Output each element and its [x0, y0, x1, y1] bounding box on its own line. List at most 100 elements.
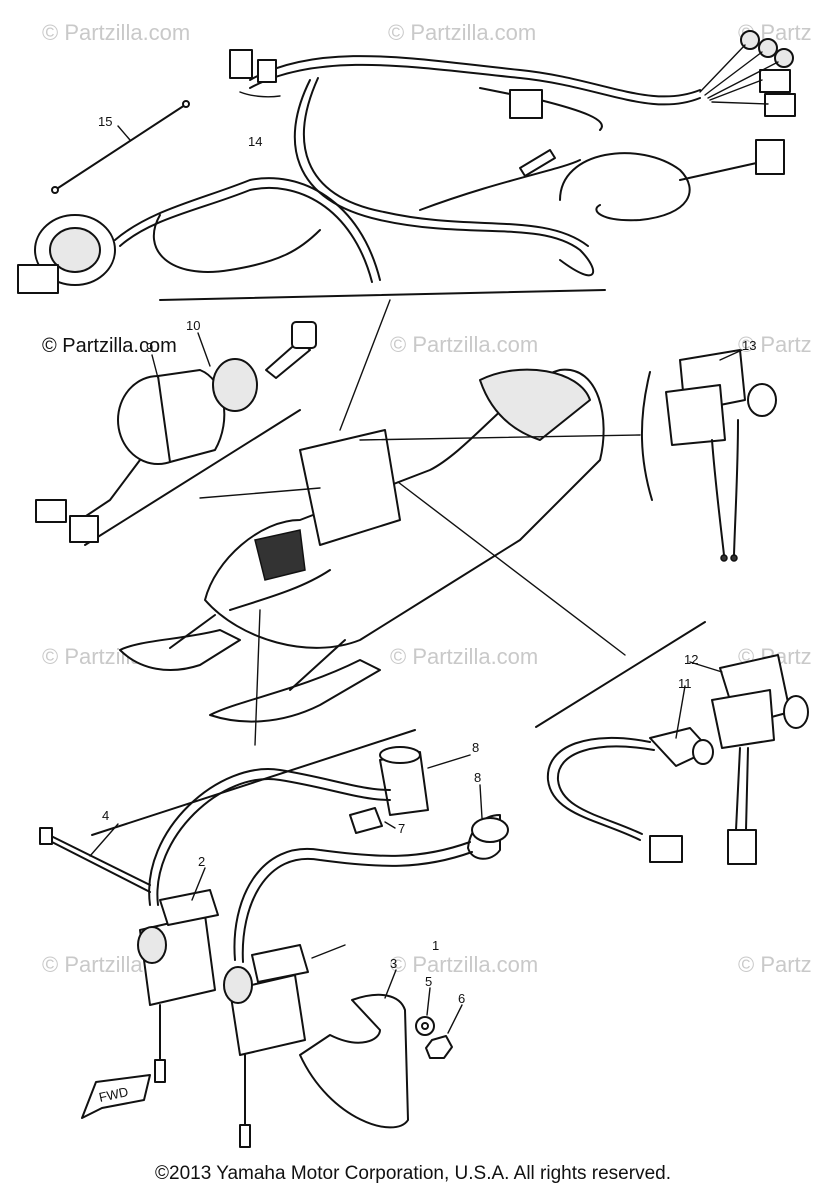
coil-terminal	[154, 1059, 166, 1083]
switch-lead	[711, 439, 725, 556]
leader-line	[427, 754, 471, 769]
leader-line	[199, 487, 321, 499]
coil-boot	[137, 926, 167, 964]
watermark: © Partzilla.com	[390, 332, 538, 357]
watermark: © Partzilla.com	[388, 20, 536, 45]
sub-wires	[699, 44, 779, 105]
leader-line	[675, 685, 686, 739]
seat	[479, 368, 591, 441]
watermark-dark: © Partzilla.com	[42, 335, 177, 357]
leader-line	[311, 944, 346, 959]
leader-line	[197, 332, 211, 367]
callout-6: 6	[458, 991, 465, 1006]
switch-lead	[733, 419, 739, 556]
divider-line	[84, 409, 301, 546]
switch-cable	[114, 177, 381, 281]
coil-boot	[223, 966, 253, 1004]
callout-8b: 8	[474, 770, 481, 785]
callout-8a: 8	[472, 740, 479, 755]
ht-lead	[148, 768, 391, 906]
harness-loop	[303, 77, 589, 247]
snowmobile-group	[119, 299, 641, 746]
switch-11-knob	[692, 739, 714, 765]
harness-loop	[293, 79, 595, 277]
lead-terminal	[51, 186, 59, 194]
connector	[649, 835, 683, 863]
coil-2-top	[159, 889, 219, 926]
coil-1-top	[251, 944, 309, 983]
lead-wire	[54, 104, 186, 191]
bolt-head	[39, 827, 53, 845]
connector	[35, 499, 67, 523]
washer-hole	[421, 1022, 429, 1030]
watermark: © Partzilla.com	[390, 644, 538, 669]
nut-6	[425, 1035, 453, 1059]
bulb-socket	[774, 48, 794, 68]
callout-15: 15	[98, 114, 112, 129]
divider-line	[159, 289, 606, 301]
connector	[229, 49, 253, 79]
watermark: © Partzilla.com	[390, 952, 538, 977]
switch-13-group	[641, 349, 777, 562]
harness-branch	[419, 159, 581, 211]
switch-12-lead	[735, 747, 749, 831]
leader-line	[689, 661, 723, 673]
cap-7	[349, 807, 383, 834]
divider-line	[535, 621, 706, 728]
callout-2: 2	[198, 854, 205, 869]
callout-9: 9	[146, 340, 153, 355]
connector	[257, 59, 277, 83]
lead-terminal	[182, 100, 190, 108]
ski-right	[209, 659, 381, 723]
leader-line	[151, 354, 159, 379]
switch-knob	[747, 383, 777, 417]
bolt-4	[47, 839, 151, 893]
callout-7: 7	[398, 821, 405, 836]
callout-10: 10	[186, 318, 200, 333]
body-line	[229, 569, 331, 611]
leader-line	[384, 821, 396, 829]
coil-terminal	[239, 1124, 251, 1148]
snowmobile-body	[204, 368, 605, 649]
windshield	[299, 429, 401, 546]
switch-11-lead	[556, 745, 655, 835]
ht-lead	[233, 841, 471, 961]
key-head	[291, 321, 317, 349]
main-switch-face	[49, 227, 101, 273]
plug-cap-top	[379, 746, 421, 764]
handlebar-area	[254, 529, 306, 581]
leader-line	[254, 609, 261, 746]
ignition-coil-group	[39, 729, 509, 1148]
harness-wire	[249, 55, 701, 98]
switch-cable-loop	[153, 214, 321, 273]
terminal	[720, 554, 728, 562]
switch-12-clamp	[711, 689, 775, 749]
callouts: 1 2 3 4 5 6 7 8 8 9 10 11 12 13 14 15 FW…	[98, 114, 757, 1105]
connector	[764, 93, 796, 117]
handlebar-switch-group	[535, 621, 809, 865]
switch-11-lead	[546, 736, 651, 841]
watermark: © Partz	[738, 332, 812, 357]
ignition-lead	[79, 459, 141, 521]
connector	[727, 829, 757, 865]
leader-line	[89, 823, 119, 857]
callout-1: 1	[432, 938, 439, 953]
harness-wire	[249, 63, 701, 106]
harness-small-loop	[559, 152, 691, 222]
leader-line	[426, 987, 463, 1034]
ht-lead	[241, 851, 473, 963]
switch-knob	[783, 695, 809, 729]
ski-strut	[169, 614, 346, 691]
ignition-switch-group	[35, 321, 317, 546]
terminal	[730, 554, 738, 562]
watermark: © Partz	[738, 952, 812, 977]
ignition-nut	[212, 358, 258, 412]
switch-clamp	[665, 384, 726, 446]
switch-connector	[17, 264, 59, 294]
divider-line	[91, 729, 416, 836]
bulb-socket	[740, 30, 760, 50]
leader-line	[479, 784, 483, 819]
plug-cap-top	[471, 817, 509, 843]
callout-12: 12	[684, 652, 698, 667]
